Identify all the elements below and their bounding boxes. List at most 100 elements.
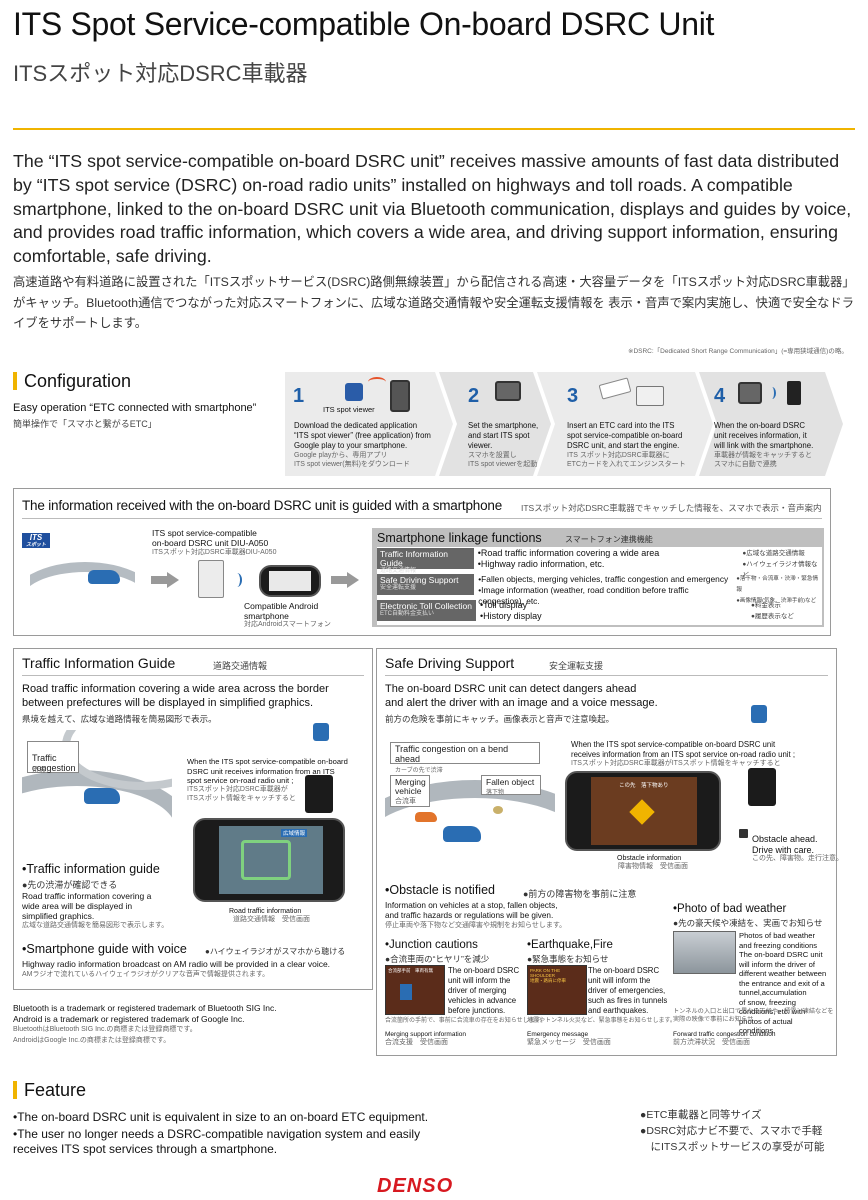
safe-title: Safe Driving Support <box>385 655 515 671</box>
row-items: •Toll display •History display <box>480 600 542 621</box>
weather-caption-jp: 前方渋滞状況 受信画面 <box>673 1039 750 1046</box>
earthquake-text: The on-board DSRC unit will inform the d… <box>588 966 668 1015</box>
row-items-jp: ●落下物・合流車・渋滞・緊急情報 ●画像情報(気象、渋滞手前)など <box>736 576 819 604</box>
junction-screen: 合流部手前 車両有無 <box>385 965 445 1015</box>
app-icon <box>345 383 363 401</box>
earthquake-jp: ●緊急事態をお知らせ <box>527 954 609 964</box>
its-antenna-icon <box>751 705 767 723</box>
step-1-text: Download the dedicated application “ITS … <box>294 421 431 450</box>
phone-label-jp: 対応Androidスマートフォン <box>244 621 331 628</box>
earthquake-text-jp: 地震やトンネル火災など、緊急事態をお知らせします。 <box>527 1018 676 1024</box>
android-phone-icon <box>259 565 321 597</box>
car-icon <box>88 570 120 584</box>
trademark-en: Bluetooth is a trademark or registered t… <box>13 1003 277 1024</box>
feature-jp-1: ●ETC車載器と同等サイズ <box>640 1109 762 1121</box>
weather-caption: Forward traffic congestion condition <box>673 1031 776 1038</box>
safe-divider <box>385 675 828 676</box>
feature-en-2: •The user no longer needs a DSRC-compati… <box>13 1127 421 1156</box>
safe-title-jp: 安全運転支援 <box>549 661 604 671</box>
voice-guide-jp: ●ハイウェイラジオがスマホから聴ける <box>205 947 346 956</box>
step-1-number: 1 <box>293 385 305 407</box>
wireless-icon <box>232 573 242 587</box>
intro-note: ※DSRC:「Dedicated Short Range Communicati… <box>628 348 848 355</box>
traffic-lead: Road traffic information covering a wide… <box>22 683 329 709</box>
safe-phone: この先 落下物あり <box>565 771 721 851</box>
junction-caption: Merging support information <box>385 1031 466 1038</box>
dsrc-unit-icon <box>748 768 776 806</box>
junction-title: •Junction cautions <box>385 939 478 951</box>
traffic-guide-title: •Traffic information guide <box>22 862 160 876</box>
page-title: ITS Spot Service-compatible On-board DSR… <box>13 6 715 42</box>
config-sub-jp: 簡単操作で「スマホと繋がるETC」 <box>13 419 157 429</box>
earthquake-caption-jp: 緊急メッセージ 受信画面 <box>527 1039 611 1046</box>
traffic-guide-text: Road traffic information covering a wide… <box>22 891 152 921</box>
config-title: Configuration <box>24 371 132 391</box>
voice-guide-title: •Smartphone guide with voice <box>22 942 187 956</box>
row-items-jp: ●料金表示 ●履歴表示など <box>751 602 794 620</box>
config-steps-band <box>285 372 843 476</box>
feature-jp-2: ●DSRC対応ナビ不要で、スマホで手軽 にITSスポットサービスの享受が可能 <box>640 1125 825 1153</box>
feature-title: Feature <box>24 1080 87 1100</box>
intro-jp: 高速道路や有料道路に設置された「ITSスポットサービス(DSRC)路側無線装置」… <box>13 275 855 330</box>
safe-screen-caption: Obstacle information <box>617 855 682 862</box>
trademark-jp: BluetoothはBluetooth SIG Inc.の商標または登録商標です… <box>13 1026 197 1044</box>
earthquake-caption: Emergency message <box>527 1031 589 1038</box>
weather-text-jp: トンネルの入口と出口で異なる天候や、積雪、凍結などを 実際の映像で事前にお知らせ <box>673 1008 834 1023</box>
merging-label-jp: 合流車 <box>395 798 416 805</box>
step-chevron-4 <box>699 372 843 476</box>
obu-icon <box>787 381 801 405</box>
arrow-icon <box>368 377 386 387</box>
its-logo-text: ITS <box>29 533 43 542</box>
car-icon <box>443 826 481 842</box>
linked-phone-icon <box>738 382 762 404</box>
screen-label: 広域情報 <box>281 829 308 837</box>
traffic-guide-text-jp: 広域な道路交通情報を簡易図形で表示します。 <box>22 922 169 929</box>
step-3-text: Insert an ETC card into the ITS spot ser… <box>567 421 683 450</box>
linkage-title-jp: スマートフォン連携機能 <box>565 535 653 544</box>
guided-title: The information received with the on-boa… <box>22 498 503 513</box>
junction-text: The on-board DSRC unit will inform the d… <box>448 966 520 1015</box>
step-3-text-jp: ITS スポット対応DSRC車載器に ETCカードを入れてエンジンスタート <box>567 452 686 468</box>
safe-when-jp: ITSスポット対応DSRC車載器がITSスポット情報をキャッチすると <box>571 760 781 767</box>
junction-caption-jp: 合流支援 受信画面 <box>385 1039 448 1046</box>
speaker-icon <box>739 829 748 838</box>
weather-title: •Photo of bad weather <box>673 903 787 915</box>
junction-text-jp: 合流箇所の手前で、事前に合流車の存在をお知らせします。 <box>385 1018 547 1024</box>
obstacle-text-jp: 停止車両や落下物など交通障害や規制をお知らせします。 <box>385 922 567 929</box>
safe-lead-jp: 前方の危険を事前にキャッチ。画像表示と音声で注意喚起。 <box>385 714 615 724</box>
traffic-phone: 広域情報 <box>193 818 345 902</box>
earthquake-screen: PARK ON THE SHOULDER 地震・路肩に停車 <box>527 965 587 1015</box>
step-chevron-2 <box>439 372 551 476</box>
junction-screen-text: 合流部手前 車両有無 <box>388 968 433 973</box>
traffic-lead-jp: 県境を越えて、広域な道路情報を簡易図形で表示。 <box>22 714 217 724</box>
feature-bar <box>13 1081 17 1099</box>
voice-guide-text: Highway radio information broadcast on A… <box>22 959 331 969</box>
page-title-jp: ITSスポット対応DSRC車載器 <box>13 61 308 86</box>
safe-screen-caption-jp: 障害物情報 受信画面 <box>618 863 688 870</box>
obstacle-text: Information on vehicles at a stop, falle… <box>385 901 558 920</box>
merging-car-icon <box>415 812 437 822</box>
fallen-object-icon <box>493 806 503 814</box>
car-icon <box>84 788 120 804</box>
safe-lead: The on-board DSRC unit can detect danger… <box>385 683 658 709</box>
its-logo-sub: スポット <box>25 542 46 548</box>
its-antenna-icon <box>313 723 329 741</box>
row-items: •Road traffic information covering a wid… <box>477 548 660 569</box>
phone-mount-icon <box>495 381 521 401</box>
traffic-screen-caption-jp: 道路交通情報 受信画面 <box>233 916 310 923</box>
road-scene <box>30 552 135 614</box>
traffic-divider <box>22 675 364 676</box>
step-4-text-jp: 車載器が情報をキャッチすると スマホに自動で連携 <box>714 452 812 468</box>
unit-label-jp: ITSスポット対応DSRC車載器DIU-A050 <box>152 549 277 556</box>
unit-label: ITS spot service-compatible on-board DSR… <box>152 528 269 548</box>
step-2-text-jp: スマホを設置し ITS spot viewerを起動 <box>468 452 538 468</box>
arrow-right-icon <box>151 572 179 588</box>
congestion-label: Traffic congestion <box>27 741 79 773</box>
step-4-text: When the on-board DSRC unit receives inf… <box>714 421 814 450</box>
